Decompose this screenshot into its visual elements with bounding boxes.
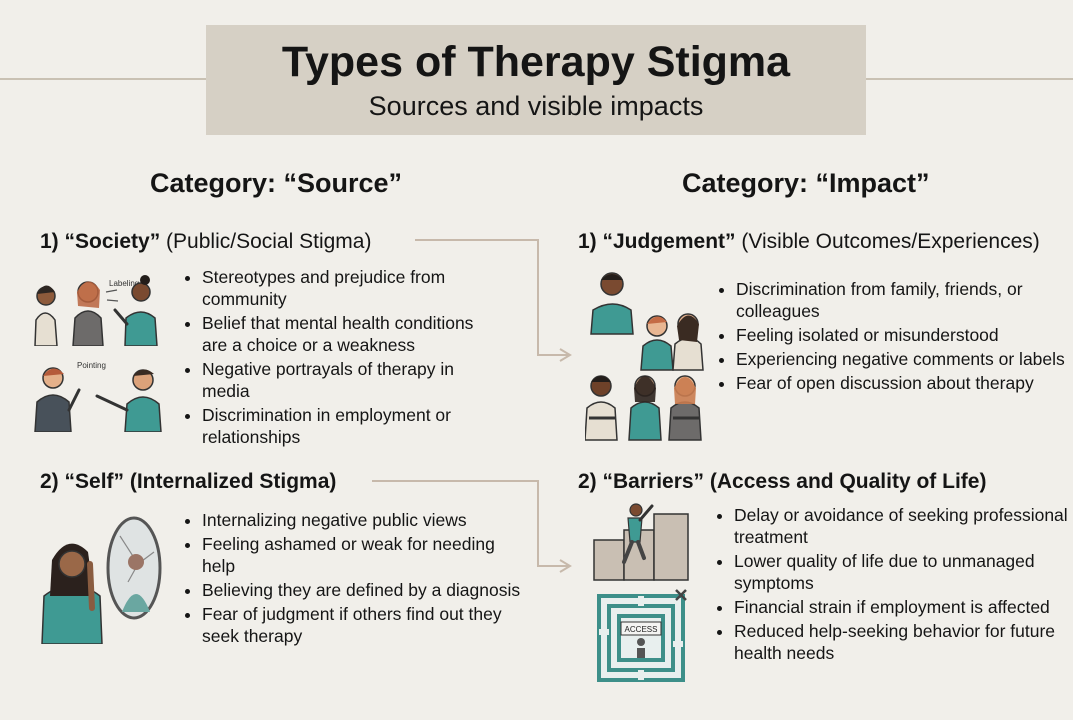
pointing-person-1 bbox=[113, 275, 158, 346]
header-rule-left bbox=[0, 78, 206, 80]
list-item: Reduced help-seeking behavior for future… bbox=[734, 620, 1073, 664]
list-item: Lower quality of life due to unmanaged s… bbox=[734, 550, 1073, 594]
connector-society bbox=[415, 239, 568, 356]
page-subtitle: Sources and visible impacts bbox=[368, 91, 704, 121]
arrowhead-judgement bbox=[559, 348, 572, 362]
blocked-x-icon bbox=[675, 589, 687, 601]
stairs-icon bbox=[593, 513, 689, 581]
section-society-heading: 1) “Society” (Public/Social Stigma) bbox=[40, 230, 371, 254]
list-item: Negative portrayals of therapy in media bbox=[202, 358, 502, 402]
header-rule-right bbox=[866, 78, 1073, 80]
list-item: Experiencing negative comments or labels bbox=[736, 348, 1073, 370]
page-title: Types of Therapy Stigma bbox=[281, 38, 791, 86]
list-item: Discrimination from family, friends, or … bbox=[736, 278, 1073, 322]
whispering-person-2 bbox=[72, 281, 104, 346]
category-impact-heading: Category: “Impact” bbox=[682, 168, 930, 198]
connector-self bbox=[372, 480, 568, 567]
access-tag: ACCESS bbox=[625, 625, 658, 634]
society-note: (Public/Social Stigma) bbox=[160, 230, 372, 253]
whispering-person-1 bbox=[34, 285, 58, 346]
society-pointing-illustration: Pointing bbox=[34, 361, 162, 432]
list-item: Internalizing negative public views bbox=[202, 509, 522, 531]
self-bullets: Internalizing negative public views Feel… bbox=[184, 509, 522, 649]
section-barriers-heading: 2) “Barriers” (Access and Quality of Lif… bbox=[578, 470, 986, 494]
crossed-arms-group bbox=[585, 375, 702, 441]
list-item: Stereotypes and prejudice from community bbox=[202, 266, 502, 310]
barriers-maze-illustration: ACCESS bbox=[597, 589, 687, 682]
judgement-note: (Visible Outcomes/Experiences) bbox=[735, 230, 1040, 253]
list-item: Believing they are defined by a diagnosi… bbox=[202, 579, 522, 601]
list-item: Discrimination in employment or relation… bbox=[202, 404, 502, 448]
maze-icon: ACCESS bbox=[597, 594, 685, 682]
arrowhead-barriers bbox=[559, 559, 572, 573]
self-label: 2) “Self” (Internalized Stigma) bbox=[40, 470, 337, 493]
list-item: Belief that mental health conditions are… bbox=[202, 312, 502, 356]
list-item: Fear of open discussion about therapy bbox=[736, 372, 1073, 394]
judgement-bullets: Discrimination from family, friends, or … bbox=[718, 278, 1073, 396]
category-source-heading: Category: “Source” bbox=[150, 168, 403, 198]
barriers-label: 2) “Barriers” (Access and Quality of Lif… bbox=[578, 470, 987, 493]
self-mirror-illustration bbox=[41, 516, 162, 644]
barriers-climbing-illustration bbox=[593, 503, 689, 581]
list-item: Feeling ashamed or weak for needing help bbox=[202, 533, 522, 577]
isolated-person bbox=[590, 272, 634, 335]
judgement-label: 1) “Judgement” bbox=[578, 230, 736, 253]
society-labeling-illustration: Labeling bbox=[34, 275, 158, 346]
list-item: Delay or avoidance of seeking profession… bbox=[734, 504, 1073, 548]
barriers-bullets: Delay or avoidance of seeking profession… bbox=[716, 504, 1073, 666]
list-item: Feeling isolated or misunderstood bbox=[736, 324, 1073, 346]
title-box: Types of Therapy Stigma Sources and visi… bbox=[206, 25, 866, 135]
climbing-person bbox=[622, 503, 654, 564]
pointing-tag: Pointing bbox=[77, 361, 106, 370]
whispering-pair bbox=[640, 313, 704, 371]
mirror-icon bbox=[106, 516, 162, 620]
section-self-heading: 2) “Self” (Internalized Stigma) bbox=[40, 470, 336, 494]
labeling-tag: Labeling bbox=[109, 279, 139, 288]
section-judgement-heading: 1) “Judgement” (Visible Outcomes/Experie… bbox=[578, 230, 1040, 254]
pointing-person-2 bbox=[95, 369, 162, 432]
society-label: 1) “Society” bbox=[40, 230, 161, 253]
pointed-at-person bbox=[34, 367, 81, 432]
list-item: Fear of judgment if others find out they… bbox=[202, 603, 522, 647]
list-item: Financial strain if employment is affect… bbox=[734, 596, 1073, 618]
distressed-person bbox=[41, 543, 103, 644]
society-bullets: Stereotypes and prejudice from community… bbox=[184, 266, 502, 450]
judgement-isolated-illustration bbox=[585, 272, 704, 441]
